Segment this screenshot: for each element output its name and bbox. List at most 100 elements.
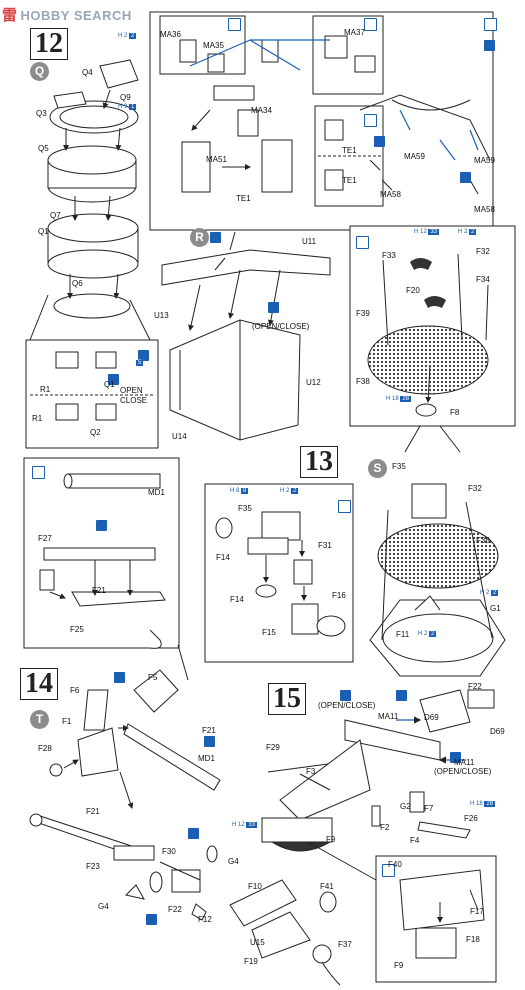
part-label: Q6 (72, 279, 83, 288)
part-label: MA35 (203, 41, 224, 50)
cement-icon (338, 500, 351, 513)
option-icon (396, 690, 407, 701)
open-close-note: (OPEN/CLOSE) (252, 322, 310, 331)
part-label: U14 (172, 432, 187, 441)
part-label: F33 (382, 251, 396, 260)
part-label: F32 (476, 247, 490, 256)
option-icon (108, 374, 119, 385)
color-tag: H 2 2 (458, 229, 477, 235)
step-number-14: 14 (20, 668, 58, 700)
color-tag-code: H 8 (230, 488, 240, 494)
part-label: G2 (400, 802, 411, 811)
part-label: F20 (406, 286, 420, 295)
color-tag-num: 2 (429, 631, 437, 637)
color-tag: H 2 2 (118, 33, 137, 39)
part-label: F38 (476, 536, 490, 545)
part-label: MA58 (474, 205, 495, 214)
part-label: F1 (62, 717, 72, 726)
color-tag-num: 2 (129, 33, 137, 39)
step-number-13: 13 (300, 446, 338, 478)
option-icon (204, 736, 215, 747)
part-label: F37 (338, 940, 352, 949)
part-label: TE1 (236, 194, 251, 203)
color-tag-num: 33 (428, 229, 440, 235)
glue-icon (210, 232, 221, 243)
part-label: F18 (466, 935, 480, 944)
cement-icon (32, 466, 45, 479)
color-tag-code: H 12 (232, 822, 245, 828)
paint-icon (146, 914, 157, 925)
substep-r-badge: R (190, 228, 209, 247)
part-label: Q1 (104, 380, 115, 389)
watermark-logo-char: 雷 (2, 7, 18, 24)
open-close-note: OPEN CLOSE (120, 386, 148, 405)
color-tag-code: H 2 (280, 488, 290, 494)
part-label: Q9 (120, 93, 131, 102)
part-label: F12 (198, 915, 212, 924)
part-label: F34 (476, 275, 490, 284)
part-label: F17 (470, 907, 484, 916)
cement-icon (228, 18, 241, 31)
option-icon (340, 690, 351, 701)
color-tag-num: 8 (241, 488, 249, 494)
part-label: F19 (244, 957, 258, 966)
color-tag-num: 2 (469, 229, 477, 235)
part-label: Q5 (38, 144, 49, 153)
part-label: F29 (266, 743, 280, 752)
part-label: F38 (356, 377, 370, 386)
color-tag: H 8 8 (230, 488, 249, 494)
color-tag-num: 5 (136, 360, 144, 366)
part-label: U13 (154, 311, 169, 320)
part-label: F3 (306, 767, 316, 776)
part-label: MA51 (206, 155, 227, 164)
part-label: G1 (490, 604, 501, 613)
cement-icon (356, 236, 369, 249)
part-label: F26 (464, 814, 478, 823)
part-label: D69 (424, 713, 439, 722)
part-label: D69 (490, 727, 505, 736)
part-label: F14 (230, 595, 244, 604)
part-label: Q3 (36, 109, 47, 118)
watermark-text: HOBBY SEARCH (20, 8, 132, 23)
option-icon (138, 350, 149, 361)
part-label: G4 (98, 902, 109, 911)
part-label: F22 (168, 905, 182, 914)
substep-s-badge: S (368, 459, 387, 478)
color-tag-num: 2 (291, 488, 299, 494)
part-label: F21 (86, 807, 100, 816)
color-tag: H 9 1 (118, 104, 137, 110)
step-number-12: 12 (30, 28, 68, 60)
part-label: MD1 (148, 488, 165, 497)
part-label: R1 (32, 414, 43, 423)
color-tag-num: 2 (491, 590, 499, 596)
part-label: R1 (40, 385, 51, 394)
part-label: Q2 (90, 428, 101, 437)
cement-icon (364, 114, 377, 127)
color-tag: H 12 33 (232, 822, 258, 828)
part-label: F23 (86, 862, 100, 871)
part-label: F35 (392, 462, 406, 471)
part-label: F21 (202, 726, 216, 735)
color-tag-code: H 9 (118, 104, 128, 110)
option-icon (450, 752, 461, 763)
color-tag-code: H 12 (414, 229, 427, 235)
part-label: F8 (450, 408, 460, 417)
part-label: MA11 (454, 758, 475, 767)
part-label: Q4 (82, 68, 93, 77)
part-label: F27 (38, 534, 52, 543)
part-label: TE1 (342, 176, 357, 185)
part-label: F32 (468, 484, 482, 493)
part-label: F6 (70, 686, 80, 695)
part-label: MA59 (404, 152, 425, 161)
color-tag-num: 1 (129, 104, 137, 110)
part-label: F11 (396, 630, 410, 639)
part-label: F4 (410, 836, 420, 845)
color-tag-code: H 2 (118, 33, 128, 39)
step-number-15: 15 (268, 683, 306, 715)
color-tag: H 2 2 (418, 631, 437, 637)
paint-icon (188, 828, 199, 839)
paint-icon (114, 672, 125, 683)
part-label: F40 (388, 860, 402, 869)
cement-icon (484, 18, 497, 31)
